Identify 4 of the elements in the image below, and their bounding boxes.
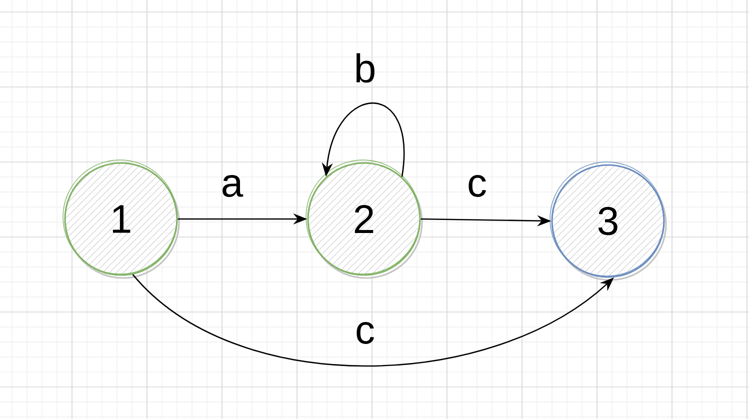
edge-label: b — [356, 53, 374, 83]
edge-label: c — [356, 322, 374, 344]
edge-label: a — [222, 175, 244, 197]
edge-label: c — [468, 175, 486, 197]
